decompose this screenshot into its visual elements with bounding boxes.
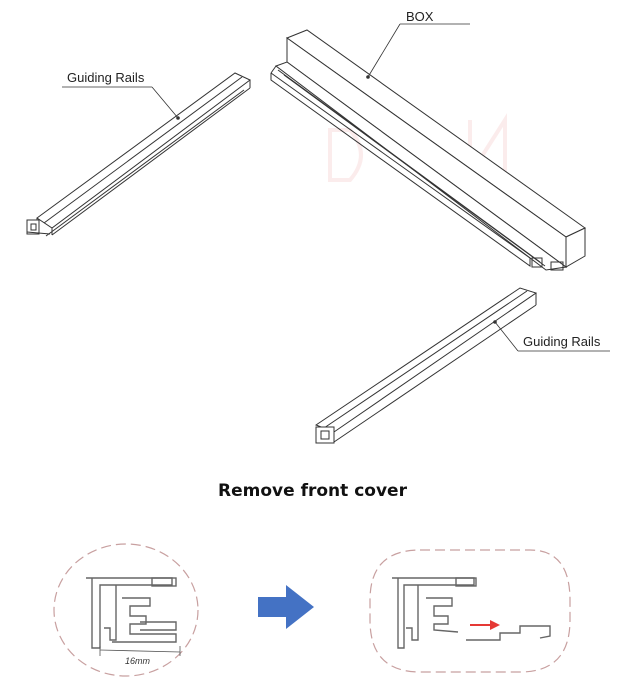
leader-line-rail-1-diag	[151, 86, 179, 119]
caption-remove-front-cover: Remove front cover	[218, 481, 407, 501]
leader-dot-rail-2	[493, 320, 497, 324]
leader-dot-rail-1	[176, 116, 180, 120]
guiding-rail-drawing	[26, 72, 251, 237]
dimension-label: 16mm	[125, 656, 151, 666]
leader-dot-box	[366, 75, 370, 79]
profile-detail-before	[53, 543, 199, 677]
label-box: BOX	[406, 9, 434, 24]
leader-line-box-diag	[367, 23, 401, 78]
guiding-rail-drawing	[314, 287, 538, 444]
box-drawing	[270, 29, 586, 271]
label-guiding-rails-top: Guiding Rails	[67, 70, 145, 85]
profile-cross-section	[86, 577, 181, 656]
arrow-right-icon	[258, 585, 314, 629]
red-arrow-head	[490, 620, 500, 630]
profile-detail-after	[369, 549, 571, 673]
profile-cross-section	[392, 577, 551, 649]
label-guiding-rails-bottom: Guiding Rails	[523, 334, 601, 349]
leader-line-rail-2-diag	[494, 321, 519, 352]
